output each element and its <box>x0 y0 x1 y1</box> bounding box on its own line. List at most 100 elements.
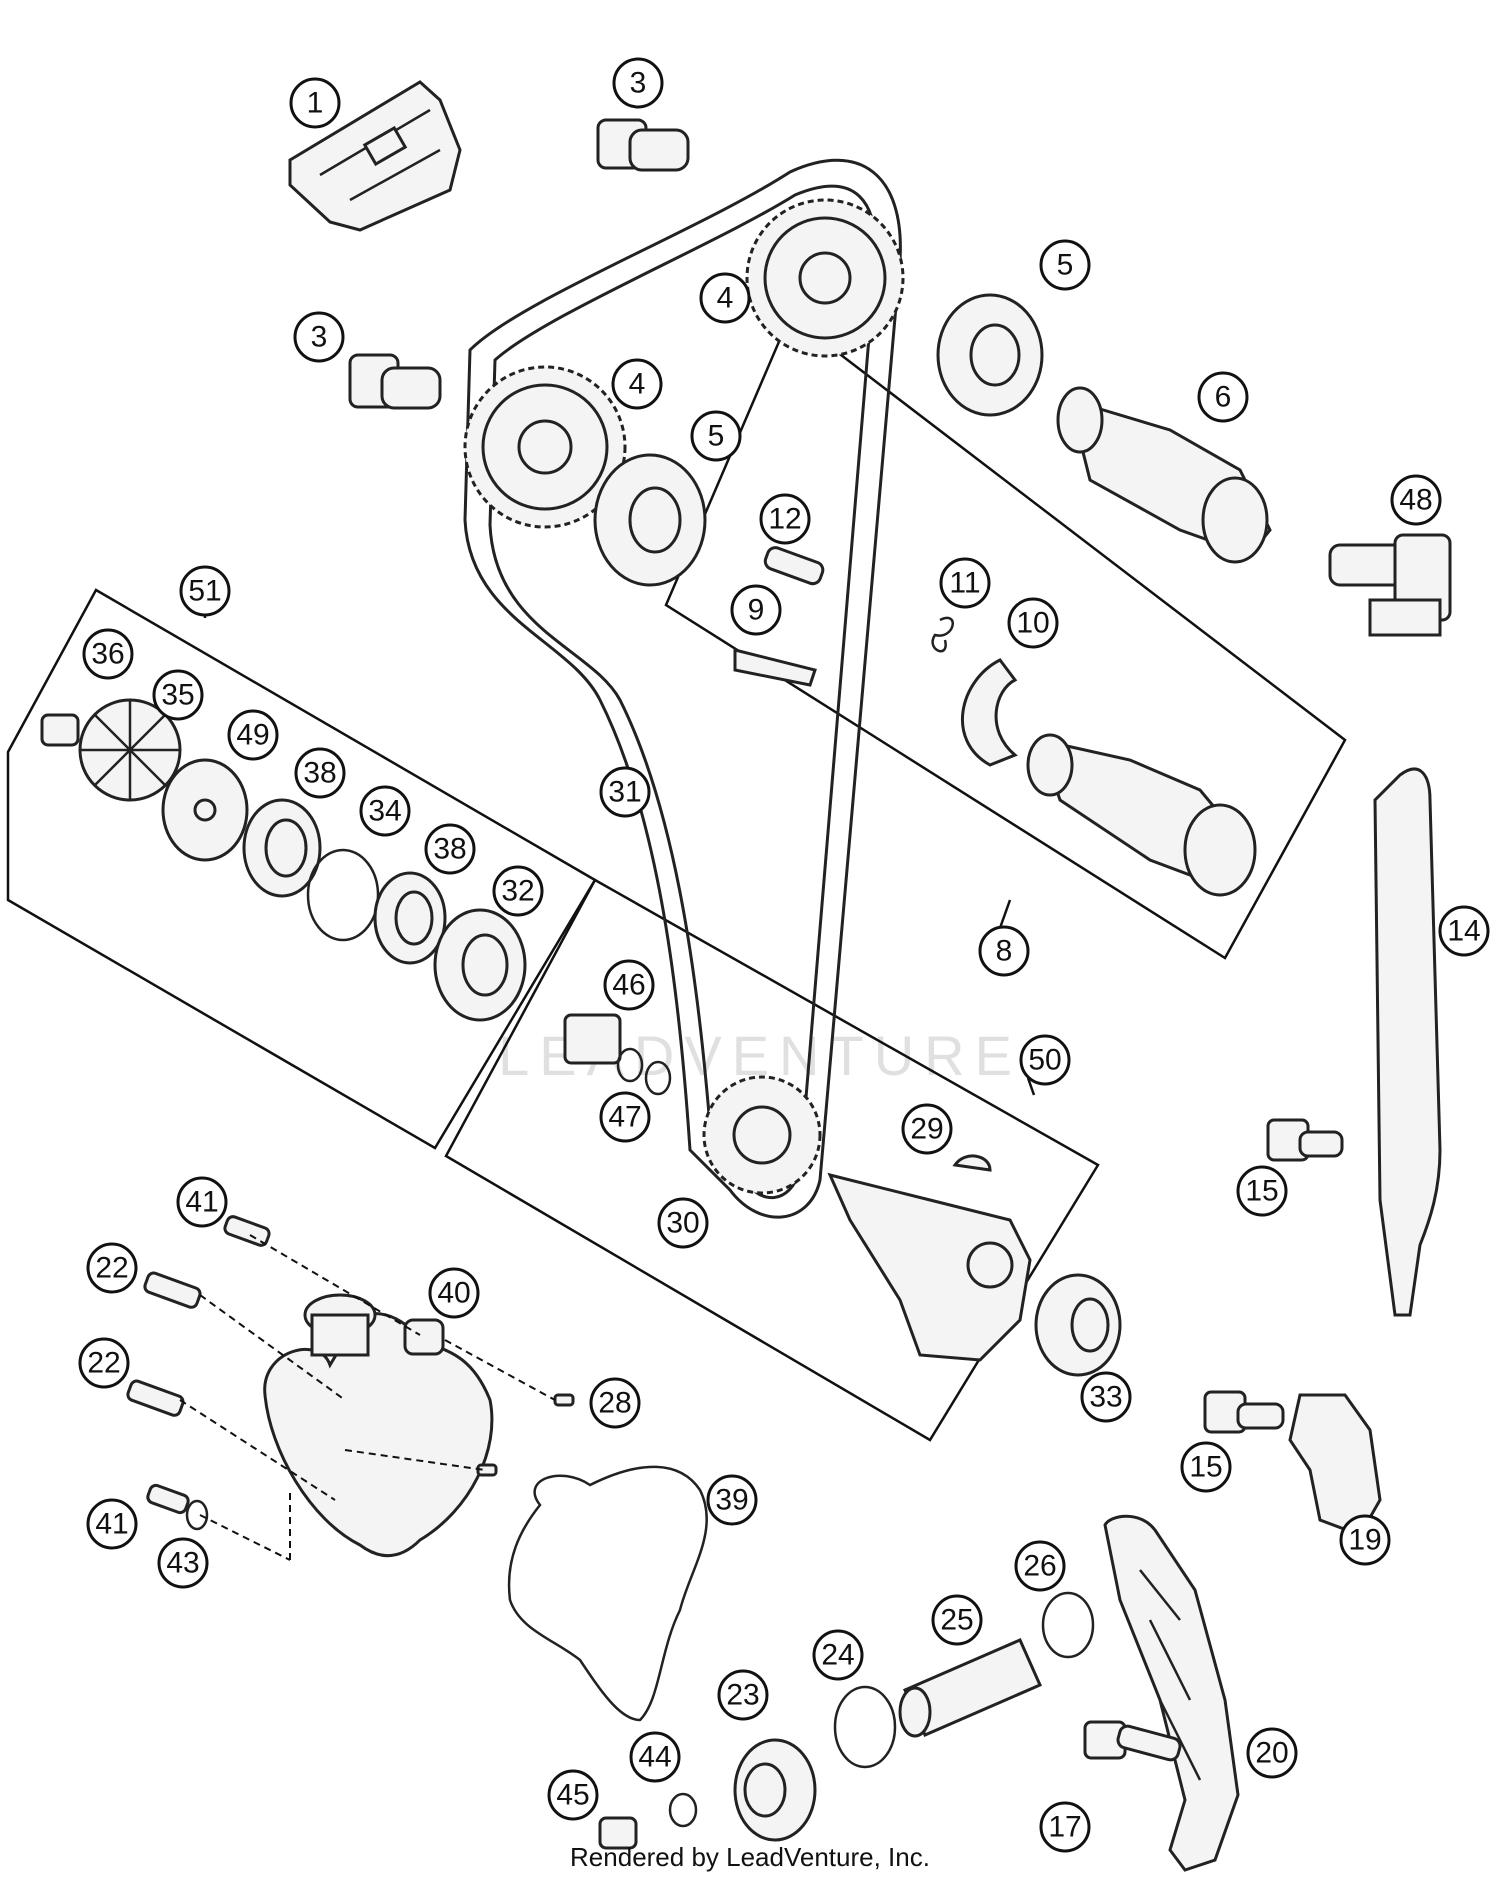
oring-24 <box>833 1685 897 1769</box>
svg-text:5: 5 <box>1057 249 1074 282</box>
svg-text:43: 43 <box>166 1547 199 1580</box>
callout-3: 3 <box>293 311 345 363</box>
svg-text:28: 28 <box>598 1387 631 1420</box>
camshaft-sprocket-4-upper <box>745 198 905 358</box>
svg-text:8: 8 <box>996 935 1013 968</box>
footer-credit: Rendered by LeadVenture, Inc. <box>570 1842 930 1872</box>
disc-49 <box>161 758 249 862</box>
bolt-22-bottom <box>126 1379 185 1417</box>
spring-11 <box>931 616 954 653</box>
callout-24: 24 <box>812 1629 864 1681</box>
svg-text:48: 48 <box>1399 484 1432 517</box>
callout-15: 15 <box>1236 1165 1288 1217</box>
lever-9 <box>733 648 817 687</box>
camshaft-sprocket-4-lower <box>463 365 627 529</box>
svg-text:35: 35 <box>161 679 194 712</box>
svg-text:4: 4 <box>717 282 734 315</box>
svg-text:36: 36 <box>91 638 124 671</box>
callout-5: 5 <box>1039 239 1091 291</box>
callout-4: 4 <box>611 358 663 410</box>
svg-text:22: 22 <box>87 1347 120 1380</box>
svg-text:19: 19 <box>1348 1524 1381 1557</box>
callout-50: 50 <box>1019 1034 1071 1086</box>
svg-text:10: 10 <box>1016 607 1049 640</box>
callout-36: 36 <box>82 628 134 680</box>
svg-text:15: 15 <box>1245 1175 1278 1208</box>
bolt-17 <box>1083 1720 1182 1762</box>
svg-text:11: 11 <box>949 567 980 600</box>
svg-text:26: 26 <box>1023 1550 1056 1583</box>
washers-47 <box>616 1047 672 1096</box>
crankshaft <box>827 1172 1032 1362</box>
svg-text:31: 31 <box>608 776 641 809</box>
water-pump-cover-40 <box>263 1293 494 1558</box>
bolt-15-upper <box>1266 1118 1344 1162</box>
pin-12 <box>763 546 825 586</box>
bearing-32 <box>433 908 527 1022</box>
bushing-46 <box>563 1013 622 1065</box>
woodruff-key-29 <box>952 1154 992 1172</box>
sleeve-25 <box>898 1638 1042 1738</box>
svg-text:40: 40 <box>437 1277 470 1310</box>
seal-38-left <box>242 798 322 898</box>
svg-text:3: 3 <box>630 67 647 100</box>
callout-48: 48 <box>1390 474 1442 526</box>
callout-9: 9 <box>730 584 782 636</box>
svg-text:32: 32 <box>501 875 534 908</box>
svg-text:14: 14 <box>1447 915 1480 948</box>
chain-guide-plate-part <box>288 80 462 232</box>
svg-text:5: 5 <box>708 420 725 453</box>
decompression-lever-10 <box>961 658 1018 767</box>
callout-35: 35 <box>152 669 204 721</box>
chain-tensioner-rail-14 <box>1373 767 1442 1317</box>
svg-text:17: 17 <box>1048 1811 1081 1844</box>
callout-40: 40 <box>428 1267 480 1319</box>
timing-chain-31 <box>463 158 902 1219</box>
callout-46: 46 <box>603 959 655 1011</box>
circlip-34 <box>306 848 380 942</box>
callout-22: 22 <box>86 1242 138 1294</box>
seal-38-right <box>373 871 447 965</box>
callout-29: 29 <box>901 1103 953 1155</box>
impeller-35 <box>78 698 182 802</box>
bolt-41-bottom <box>146 1483 190 1515</box>
sensor-48 <box>1328 533 1452 637</box>
callout-33: 33 <box>1080 1371 1132 1423</box>
svg-text:38: 38 <box>303 757 336 790</box>
svg-text:6: 6 <box>1215 381 1232 414</box>
callout-32: 32 <box>492 865 544 917</box>
svg-text:46: 46 <box>612 969 645 1002</box>
svg-text:12: 12 <box>768 503 801 536</box>
needle-bearing-33 <box>1034 1273 1122 1377</box>
bolt-part-3-top <box>596 118 690 172</box>
svg-text:47: 47 <box>608 1101 641 1134</box>
callout-30: 30 <box>657 1197 709 1249</box>
svg-text:24: 24 <box>821 1639 854 1672</box>
plug-45 <box>598 1816 638 1850</box>
callout-25: 25 <box>931 1594 983 1646</box>
svg-text:44: 44 <box>638 1741 671 1774</box>
callout-38: 38 <box>294 747 346 799</box>
callout-11: 11 <box>939 557 991 609</box>
callout-51: 51 <box>179 565 231 617</box>
callout-28: 28 <box>589 1377 641 1429</box>
chain-tensioner-19 <box>1288 1393 1382 1537</box>
svg-text:41: 41 <box>95 1508 128 1541</box>
svg-text:50: 50 <box>1028 1044 1061 1077</box>
callout-43: 43 <box>157 1537 209 1589</box>
callout-31: 31 <box>599 766 651 818</box>
svg-text:22: 22 <box>95 1252 128 1285</box>
camshaft-assembly-8 <box>1026 733 1257 897</box>
group-box-51 <box>6 588 597 1150</box>
callout-12: 12 <box>759 493 811 545</box>
chain-guide-rail-20 <box>1103 1514 1240 1872</box>
svg-text:1: 1 <box>307 87 324 120</box>
callout-19: 19 <box>1339 1514 1391 1566</box>
callout-23: 23 <box>717 1669 769 1721</box>
bolt-part-3-mid <box>348 353 442 410</box>
svg-text:34: 34 <box>368 795 401 828</box>
svg-text:41: 41 <box>185 1186 218 1219</box>
callout-38: 38 <box>424 823 476 875</box>
callout-20: 20 <box>1246 1727 1298 1779</box>
svg-text:51: 51 <box>188 575 221 608</box>
